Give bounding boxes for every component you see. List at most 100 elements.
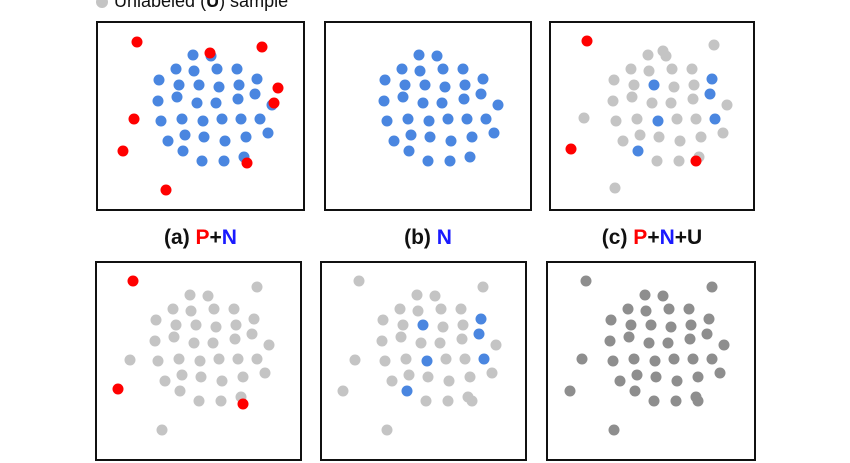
sample-dot [639, 289, 651, 301]
sample-dot [486, 367, 498, 379]
sample-dot [444, 155, 456, 167]
sample-dot [394, 303, 406, 315]
sample-dot [259, 367, 271, 379]
legend-unlabeled: Unlabeled (U) sample [96, 0, 288, 12]
sample-dot [706, 281, 718, 293]
sample-dot [411, 289, 423, 301]
sample-dot [381, 424, 393, 436]
sample-dot [232, 93, 244, 105]
sample-dot [424, 131, 436, 143]
sample-dot [457, 63, 469, 75]
sample-dot [156, 424, 168, 436]
sample-dot [237, 371, 249, 383]
sample-dot [196, 155, 208, 167]
sample-dot [229, 333, 241, 345]
sample-dot [241, 157, 253, 169]
sample-dot [631, 369, 643, 381]
sample-dot [608, 424, 620, 436]
sample-dot [429, 290, 441, 302]
scatter-d [112, 275, 275, 436]
sample-dot [687, 353, 699, 365]
sample-dot [230, 319, 242, 331]
scatter-f [564, 275, 730, 436]
sample-dot [706, 353, 718, 365]
sample-dot [695, 131, 707, 143]
sample-dot [492, 99, 504, 111]
sample-dot [160, 184, 172, 196]
sample-dot [422, 155, 434, 167]
sample-dot [167, 303, 179, 315]
sample-dot [690, 155, 702, 167]
sample-dot [415, 337, 427, 349]
sample-dot [434, 337, 446, 349]
scatter-c [565, 35, 733, 194]
panel-a [96, 21, 305, 211]
panel-c [549, 21, 755, 211]
sample-dot [461, 113, 473, 125]
sample-dot [128, 113, 140, 125]
sample-dot [717, 127, 729, 139]
sample-dot [272, 82, 284, 94]
sample-dot [396, 63, 408, 75]
sample-dot [176, 113, 188, 125]
sample-dot [171, 91, 183, 103]
sample-dot [405, 129, 417, 141]
sample-dot [215, 395, 227, 407]
sample-dot [442, 395, 454, 407]
sample-dot [437, 321, 449, 333]
scatter-b [378, 49, 504, 167]
sample-dot [466, 131, 478, 143]
legend-text: Unlabeled (U) sample [114, 0, 289, 11]
sample-dot [614, 375, 626, 387]
sample-dot [581, 35, 593, 47]
sample-dot [610, 115, 622, 127]
sample-dot [480, 113, 492, 125]
sample-dot [155, 115, 167, 127]
sample-dot [608, 74, 620, 86]
sample-dot [150, 314, 162, 326]
sample-dot [197, 115, 209, 127]
sample-dot [440, 353, 452, 365]
sample-dot [604, 335, 616, 347]
sample-dot [685, 319, 697, 331]
sample-dot [231, 63, 243, 75]
sample-dot [628, 79, 640, 91]
sample-dot [193, 395, 205, 407]
sample-dot [609, 182, 621, 194]
sample-dot [232, 353, 244, 365]
sample-dot [668, 353, 680, 365]
sample-dot [188, 65, 200, 77]
sample-dot [674, 135, 686, 147]
caption-prefix: (a) [164, 226, 196, 249]
sample-dot [477, 73, 489, 85]
panel-f [546, 261, 756, 461]
sample-dot [193, 79, 205, 91]
sample-dot [412, 305, 424, 317]
sample-dot [478, 353, 490, 365]
caption-part: + [209, 226, 222, 249]
sample-dot [263, 339, 275, 351]
sample-dot [580, 275, 592, 287]
sample-dot [379, 355, 391, 367]
sample-dot [124, 354, 136, 366]
panel-b [324, 21, 532, 211]
sample-dot [687, 93, 699, 105]
sample-dot [668, 81, 680, 93]
caption-a: (a) P+N [96, 226, 305, 250]
sample-dot [649, 355, 661, 367]
caption-part: P [195, 226, 210, 249]
sample-dot [652, 115, 664, 127]
sample-dot [168, 331, 180, 343]
sample-dot [184, 289, 196, 301]
sample-dot [626, 91, 638, 103]
sample-dot [149, 335, 161, 347]
sample-dot [152, 355, 164, 367]
sample-dot [456, 333, 468, 345]
sample-dot [190, 319, 202, 331]
sample-dot [578, 112, 590, 124]
sample-dot [459, 79, 471, 91]
sample-dot [421, 355, 433, 367]
sample-dot [188, 337, 200, 349]
scatter-a [117, 36, 284, 196]
caption-c: (c) P+N+U [549, 226, 755, 250]
